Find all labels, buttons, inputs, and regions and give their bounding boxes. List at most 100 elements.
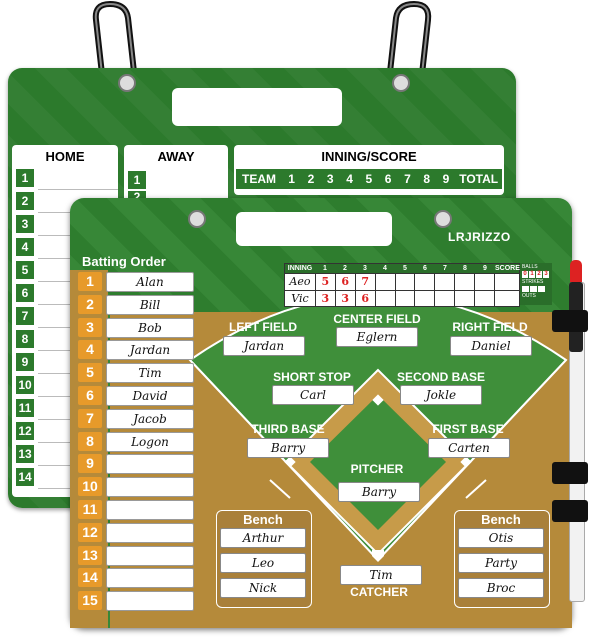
batting-order-slot[interactable] (106, 568, 194, 589)
mini-team-name[interactable]: Vic (285, 291, 316, 307)
home-row-number: 1 (16, 169, 34, 187)
mini-total-score[interactable] (495, 291, 519, 307)
pitcher-label: PITCHER (350, 462, 404, 476)
mini-score-label: SCORE (495, 265, 520, 272)
second-base-label: SECOND BASE (396, 370, 485, 384)
mini-inning-number: 7 (443, 265, 447, 272)
marker-clip-icon (552, 500, 588, 522)
mini-inning-number: 6 (423, 265, 427, 272)
batting-order-number: 1 (78, 272, 102, 291)
team-column-header: TEAM (242, 172, 276, 186)
home-row-number: 5 (16, 261, 34, 279)
batting-order-slot[interactable]: Bill (106, 294, 194, 315)
second-base-player[interactable]: Jokle (400, 385, 482, 405)
batting-order-slot[interactable] (106, 522, 194, 543)
bench-player-slot[interactable]: Party (458, 553, 544, 573)
mini-inning-score[interactable] (415, 274, 436, 290)
ball-count-box[interactable]: 1 (529, 271, 535, 278)
inning-column-header: 6 (384, 172, 392, 186)
ball-count-box[interactable]: 2 (536, 271, 542, 278)
batting-order-slot[interactable] (106, 477, 194, 498)
mini-inning-score[interactable] (396, 291, 416, 307)
batting-order-number: 5 (78, 363, 102, 383)
mini-inning-number: 3 (363, 265, 367, 272)
home-row-number: 10 (16, 376, 34, 394)
batting-order-slot[interactable]: David (106, 386, 194, 406)
away-row-number: 1 (128, 171, 146, 189)
batting-order-number: 4 (78, 340, 102, 360)
bench-player-slot[interactable]: Arthur (220, 528, 306, 548)
batting-order-number: 3 (78, 317, 102, 337)
brand-logo: LRJRIZZO (448, 230, 511, 244)
batting-order-slot[interactable]: Jardan (106, 340, 194, 361)
center-field-player[interactable]: Eglern (336, 327, 418, 347)
inning-column-header: 5 (365, 172, 373, 186)
bench-player-slot[interactable]: Leo (220, 553, 306, 573)
mini-inning-score[interactable] (475, 274, 496, 290)
inning-score-header: INNING/SCORE (321, 149, 417, 164)
first-base-label: FIRST BASE (432, 422, 504, 436)
mini-inning-score[interactable] (396, 274, 416, 290)
left-field-player[interactable]: Jardan (223, 336, 305, 356)
hole-ring (434, 210, 452, 228)
mini-inning-score[interactable] (376, 291, 396, 307)
batting-order-slot[interactable]: Bob (106, 317, 194, 338)
batting-order-number: 2 (78, 294, 102, 314)
mini-inning-score[interactable] (435, 274, 456, 290)
batting-order-slot[interactable]: Alan (106, 272, 194, 292)
batting-order-slot[interactable]: Logon (106, 431, 194, 452)
batting-order-slot[interactable]: Jacob (106, 408, 194, 429)
short-stop-player[interactable]: Carl (272, 385, 354, 405)
mini-inning-score[interactable] (415, 291, 436, 307)
mini-inning-number: 1 (323, 265, 327, 272)
home-row-number: 8 (16, 330, 34, 348)
mini-inning-number: 8 (463, 265, 467, 272)
batting-order-number: 13 (78, 545, 102, 565)
mini-inning-score[interactable] (455, 274, 476, 290)
home-header: HOME (45, 149, 85, 164)
mini-total-score[interactable] (495, 274, 519, 290)
bench-player-slot[interactable]: Otis (458, 528, 544, 548)
mini-inning-score[interactable] (435, 291, 456, 307)
bench-player-slot[interactable]: Broc (458, 578, 544, 598)
first-base-player[interactable]: Carten (428, 438, 510, 458)
ball-count-box[interactable]: 0 (522, 271, 528, 278)
balls-label: BALLS (522, 264, 538, 270)
left-carabiner-icon (92, 0, 139, 95)
mini-inning-score[interactable]: 6 (356, 291, 376, 307)
batting-order-number: 9 (78, 454, 102, 474)
strikes-label: STRIKES (522, 279, 544, 285)
mini-inning-score[interactable] (475, 291, 496, 307)
mini-inning-score[interactable]: 6 (336, 274, 356, 290)
mini-inning-score[interactable]: 5 (316, 274, 336, 290)
home-row-line (38, 189, 118, 190)
mini-team-name[interactable]: Aeo (285, 274, 316, 290)
batting-order-slot[interactable]: Tim (106, 363, 194, 384)
third-base-player[interactable]: Barry (247, 438, 329, 458)
batting-order-number: 8 (78, 431, 102, 451)
batting-order-slot[interactable] (106, 500, 194, 520)
mini-inning-score[interactable] (376, 274, 396, 290)
batting-order-slot[interactable] (106, 591, 194, 612)
pitcher-player[interactable]: Barry (338, 482, 420, 502)
right-field-player[interactable]: Daniel (450, 336, 532, 356)
hole-ring (188, 210, 206, 228)
mini-inning-score[interactable]: 3 (336, 291, 356, 307)
catcher-player[interactable]: Tim (340, 565, 422, 585)
home-row-number: 12 (16, 422, 34, 440)
baseball-field-diagram (188, 294, 568, 562)
inning-column-header: 2 (307, 172, 315, 186)
batting-order-slot[interactable] (106, 454, 194, 475)
marker-clip-icon (552, 310, 588, 332)
catcher-label: CATCHER (350, 585, 408, 599)
ball-count-box[interactable]: 3 (543, 271, 549, 278)
bench-player-slot[interactable]: Nick (220, 578, 306, 598)
mini-inning-score[interactable]: 7 (356, 274, 376, 290)
batting-order-number: 7 (78, 408, 102, 428)
mini-inning-number: 2 (343, 265, 347, 272)
mini-inning-score[interactable]: 3 (316, 291, 336, 307)
mini-inning-score[interactable] (455, 291, 476, 307)
batting-order-slot[interactable] (106, 545, 194, 566)
